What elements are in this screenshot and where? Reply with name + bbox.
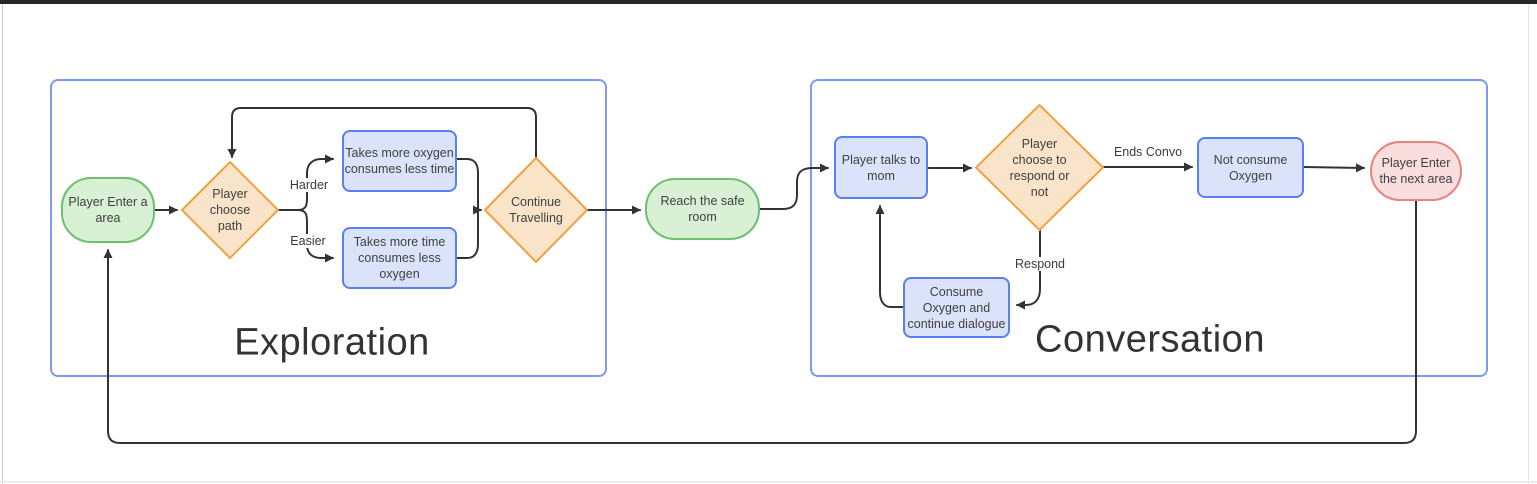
edge-continue-loop-to-choose-path [227,107,537,159]
node-label-player-talks-to-mom: Player talks to mom [841,152,921,183]
node-label-player-enter-area: Player Enter a area [68,195,148,225]
section-title-conversation: Conversation [1035,318,1265,361]
canvas-right-border [1528,4,1529,484]
section-exploration[interactable]: Exploration [50,79,607,377]
edge-label-harder: Harder [286,178,332,192]
node-player-talks-to-mom[interactable]: Player talks to mom [834,136,928,199]
edge-fork-harder-branch [297,154,334,211]
edge-label-respond: Respond [1011,257,1069,271]
edge-respond-to-consume-dialogue [1016,229,1041,310]
node-label-not-consume-oxygen: Not consume Oxygen [1213,152,1288,183]
node-label-takes-more-oxygen: Takes more oxygen consumes less time [344,146,455,176]
edge-label-easier: Easier [287,234,329,248]
section-title-exploration: Exploration [234,321,430,364]
edge-time-to-merge [456,209,479,259]
section-conversation[interactable]: Conversation [810,79,1488,377]
node-player-choose-path[interactable] [181,161,279,259]
node-label-player-choose-path: Player choose path [209,187,251,233]
edge-not-consume-to-enter-next [1303,163,1365,173]
edge-oxygen-to-merge [456,158,479,211]
edge-enter-next-loop-to-enter-area [103,200,1417,444]
node-player-enter-next-area[interactable]: Player Enter the next area [1370,141,1462,201]
node-label-reach-safe-room: Reach the safe room [660,194,745,224]
node-label-consume-oxygen-dialogue: Consume Oxygen and continue dialogue [907,284,1006,331]
node-takes-more-oxygen[interactable]: Takes more oxygen consumes less time [342,130,457,192]
edge-label-ends-convo: Ends Convo [1110,145,1186,159]
canvas-bottom-border [0,481,1537,483]
node-label-player-choose-respond: Player choose to respond or not [1009,136,1070,199]
node-reach-safe-room[interactable]: Reach the safe room [645,178,760,240]
node-consume-oxygen-dialogue[interactable]: Consume Oxygen and continue dialogue [903,277,1010,338]
window-top-bar [0,0,1537,4]
canvas-left-border [2,4,3,484]
node-label-takes-more-time: Takes more time consumes less oxygen [353,235,446,281]
edge-safe-room-to-talks-mom [759,163,829,210]
node-not-consume-oxygen[interactable]: Not consume Oxygen [1197,137,1304,198]
node-label-continue-travelling: Continue Travelling [509,195,563,225]
node-player-enter-area[interactable]: Player Enter a area [61,177,155,243]
edge-consume-dialogue-to-talks-mom [875,205,904,308]
node-player-choose-respond[interactable] [975,104,1104,231]
node-continue-travelling[interactable] [484,157,588,263]
node-label-player-enter-next-area: Player Enter the next area [1379,156,1453,186]
node-takes-more-time[interactable]: Takes more time consumes less oxygen [342,227,457,289]
